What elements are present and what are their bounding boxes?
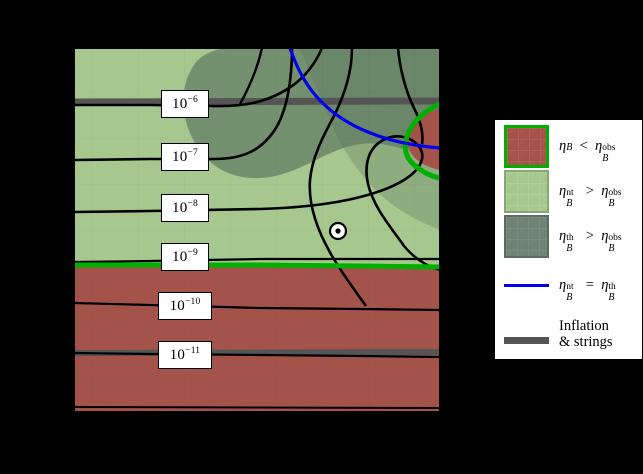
- contour-curve-top-left: [238, 48, 264, 105]
- legend-swatch-wrap: [495, 283, 557, 287]
- legend-line-inflation-and-strings: [503, 336, 549, 344]
- contour-label-text: 10−7: [172, 147, 198, 165]
- solar-symbol-marker: [328, 221, 348, 241]
- contour-label-text: 10−6: [172, 94, 198, 112]
- contour-curve-upper-right-b: [396, 48, 424, 145]
- legend-label-line2: & strings: [559, 334, 613, 350]
- plot-area: [74, 48, 440, 412]
- legend-patch-eta-th-above-observed: [503, 214, 549, 258]
- contour-label-text: 10−10: [169, 296, 201, 314]
- contour-label-1e-8: 10−8: [161, 194, 209, 222]
- legend-entry-inflation-and-strings: Inflation & strings: [495, 310, 642, 358]
- contour-label-1e-7: 10−7: [161, 143, 209, 171]
- legend-swatch-wrap: [495, 169, 557, 213]
- contour-label-text: 10−8: [172, 198, 198, 216]
- contour-line-1e-9: [74, 257, 440, 264]
- legend-patch-eta-nt-above-observed: [503, 169, 549, 213]
- green-boundary-wedge: [402, 101, 440, 181]
- contour-line-1e-11: [74, 351, 440, 359]
- contour-line-1e-10: [74, 301, 440, 312]
- contour-label-1e-9: 10−9: [161, 243, 209, 271]
- legend-label-inflation-and-strings: Inflation & strings: [557, 318, 613, 350]
- contour-line-bottom: [74, 406, 440, 409]
- contour-label-1e-10: 10−10: [158, 292, 212, 320]
- contour-label-1e-11: 10−11: [158, 341, 212, 369]
- curve-eta-nt-equals-eta-th: [288, 48, 440, 150]
- contour-label-text: 10−9: [172, 247, 198, 265]
- contour-line-1e-6: [74, 48, 324, 108]
- contour-line-1e-7: [74, 48, 294, 162]
- legend-label-line1: Inflation: [559, 317, 609, 334]
- legend-patch-eta-below-observed: [503, 124, 549, 168]
- legend-line-eta-nt-equals-eta-th: [503, 283, 549, 287]
- legend-swatch-wrap: [495, 325, 557, 344]
- legend-patch-hatch: [505, 171, 547, 211]
- legend-patch-hatch: [506, 127, 546, 165]
- legend-swatch-wrap: [495, 124, 557, 168]
- green-boundary-lower: [74, 262, 440, 270]
- legend-swatch-wrap: [495, 214, 557, 258]
- contour-label-text: 10−11: [169, 345, 201, 363]
- contour-label-1e-6: 10−6: [161, 90, 209, 118]
- legend-patch-hatch: [505, 216, 547, 256]
